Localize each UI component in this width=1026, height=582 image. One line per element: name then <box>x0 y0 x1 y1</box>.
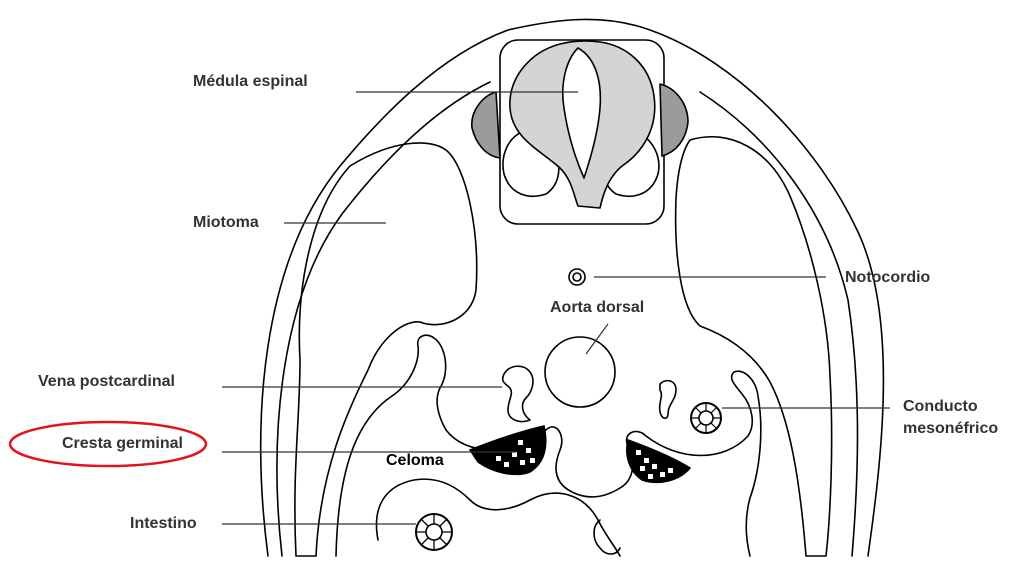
gut-mesentery <box>377 479 621 556</box>
ganglion-right <box>660 84 688 156</box>
label-vena-postcardinal: Vena postcardinal <box>38 372 175 391</box>
mesonephric-duct-spokes <box>691 403 721 433</box>
label-aorta-dorsal: Aorta dorsal <box>550 298 644 317</box>
gut-tube-spokes <box>416 514 452 550</box>
label-conducto: Conducto <box>903 397 978 416</box>
genital-ridge-left <box>470 426 546 474</box>
postcardinal-vein-left <box>503 366 533 421</box>
label-celoma: Celoma <box>386 451 444 470</box>
myotome-left <box>295 143 477 556</box>
coelom-wall <box>336 335 761 556</box>
label-cresta-germinal: Cresta germinal <box>62 434 183 453</box>
dorsal-aorta <box>545 337 615 407</box>
genital-ridge-right <box>627 440 690 482</box>
label-medula-espinal: Médula espinal <box>193 72 308 91</box>
notochord-outer <box>569 269 585 285</box>
ganglion-left <box>472 92 500 158</box>
myotome-right <box>676 137 832 556</box>
label-miotoma: Miotoma <box>193 213 259 232</box>
label-mesonefrico: mesonéfrico <box>903 419 998 438</box>
postcardinal-vein-right <box>660 381 676 419</box>
label-intestino: Intestino <box>130 514 197 533</box>
label-notocordio: Notocordio <box>845 268 930 287</box>
notochord-inner <box>573 273 581 281</box>
